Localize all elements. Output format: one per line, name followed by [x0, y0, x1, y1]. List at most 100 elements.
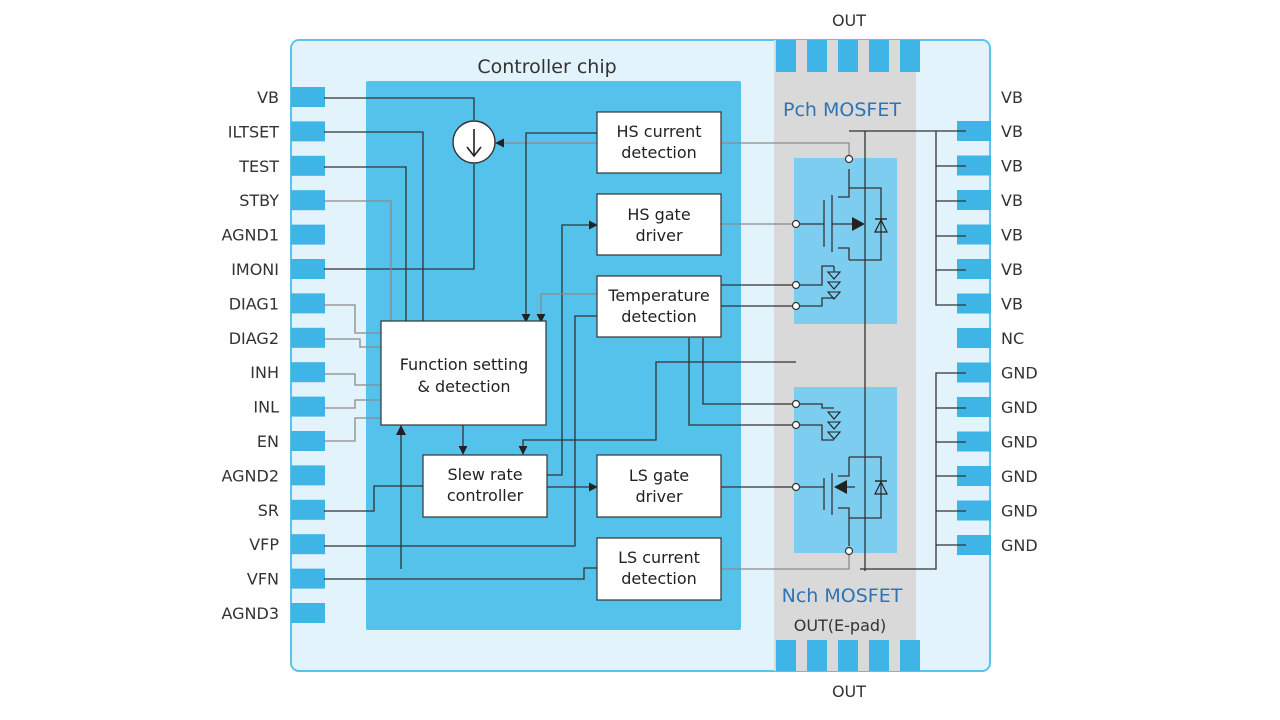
pin-label-test-2: TEST: [238, 157, 279, 176]
pin-agnd3-15: [291, 603, 325, 623]
pch-sense-diodes: [800, 265, 842, 307]
pin-label-agnd2-11: AGND2: [221, 466, 279, 485]
out-pin-bottom-4: [869, 640, 889, 671]
pin-vb-0: [291, 87, 325, 107]
nch-sense-diodes: [800, 403, 842, 441]
nch-mosfet-symbol: [800, 456, 888, 546]
ls-current-line2: detection: [621, 569, 697, 588]
out-pin-bottom-2: [807, 640, 827, 671]
pin-diag1-6: [291, 293, 325, 314]
pin-label-inh-8: INH: [250, 363, 279, 382]
pin-label-vb-0: VB: [257, 88, 279, 107]
hs-gate-line1: HS gate: [627, 205, 690, 224]
pin-right-vb-3: [957, 224, 991, 245]
pin-inl-9: [291, 396, 325, 417]
slew-line2: controller: [447, 486, 524, 505]
pch-mosfet-label: Pch MOSFET: [783, 99, 901, 121]
out-pin-top-5: [900, 40, 920, 72]
pin-right-label-gnd-8: GND: [1001, 398, 1038, 417]
pin-imoni-5: [291, 259, 325, 279]
pin-right-label-gnd-11: GND: [1001, 502, 1038, 521]
out-pin-top-4: [869, 40, 889, 72]
pin-right-gnd-10: [957, 466, 991, 486]
pin-agnd1-4: [291, 224, 325, 245]
hs-gate-driver-block: HS gate driver: [596, 193, 722, 256]
pin-right-label-vb-4: VB: [1001, 260, 1023, 279]
nch-mosfet-label: Nch MOSFET: [782, 585, 903, 607]
hs-current-detection-block: HS current detection: [596, 111, 722, 174]
pin-right-label-vb-2: VB: [1001, 191, 1023, 210]
out-pin-bottom-5: [900, 640, 920, 671]
pin-inh-8: [291, 362, 325, 383]
pin-agnd2-11: [291, 465, 325, 486]
function-line2: & detection: [417, 377, 510, 396]
pin-label-vfp-13: VFP: [249, 535, 279, 554]
pin-label-sr-12: SR: [258, 501, 279, 520]
nch-mosfet-die: [794, 387, 897, 553]
mosfet-column: [774, 40, 916, 671]
pin-label-iltset-1: ILTSET: [228, 122, 279, 141]
out-pin-top-1: [776, 40, 796, 72]
current-source-icon: [452, 120, 496, 164]
ls-current-detection-block: LS current detection: [596, 537, 722, 601]
out-pin-bottom-3: [838, 640, 858, 671]
out-pin-top-2: [807, 40, 827, 72]
pin-label-diag1-6: DIAG1: [229, 294, 279, 313]
pin-test-2: [291, 155, 325, 176]
ls-gate-line2: driver: [635, 487, 682, 506]
pin-en-10: [291, 431, 325, 451]
function-line1: Function setting: [400, 355, 529, 374]
pin-label-vfn-14: VFN: [247, 570, 279, 589]
pin-vfp-13: [291, 534, 325, 555]
pin-diag2-7: [291, 327, 325, 348]
ls-gate-line1: LS gate: [629, 466, 689, 485]
pin-label-diag2-7: DIAG2: [229, 329, 279, 348]
pin-right-vb-0: [957, 121, 991, 141]
pin-label-agnd3-15: AGND3: [221, 604, 279, 623]
hs-current-line2: detection: [621, 143, 697, 162]
pin-right-label-vb-0: VB: [1001, 122, 1023, 141]
function-setting-block: Function setting & detection: [380, 320, 547, 426]
wiring: [324, 97, 966, 580]
pin-right-label-gnd-10: GND: [1001, 467, 1038, 486]
pin-vfn-14: [291, 568, 325, 589]
pin-label-en-10: EN: [257, 432, 279, 451]
out-bottom-label: OUT: [832, 682, 866, 701]
out-pin-top-3: [838, 40, 858, 72]
pin-right-gnd-9: [957, 431, 991, 452]
slew-line1: Slew rate: [447, 465, 522, 484]
ls-gate-driver-block: LS gate driver: [596, 454, 722, 518]
pin-right-gnd-12: [957, 535, 991, 555]
ls-current-line1: LS current: [618, 548, 700, 567]
pin-label-stby-3: STBY: [239, 191, 279, 210]
temperature-line2: detection: [621, 307, 697, 326]
pin-right-vb-1: [957, 155, 991, 176]
left-pin-column: VBILTSETTESTSTBYAGND1IMONIDIAG1DIAG2INHI…: [221, 87, 325, 623]
pin-right-nc-6: [957, 328, 991, 348]
controller-chip-title: Controller chip: [477, 56, 616, 78]
temperature-line1: Temperature: [607, 286, 709, 305]
out-pin-bottom-1: [776, 640, 796, 671]
pin-right-label-gnd-7: GND: [1001, 364, 1038, 383]
pin-right-gnd-7: [957, 362, 991, 383]
pin-right-label-vb-1: VB: [1001, 157, 1023, 176]
temperature-detection-block: Temperature detection: [596, 275, 722, 338]
pin-right-label-gnd-12: GND: [1001, 536, 1038, 555]
pin-iltset-1: [291, 121, 325, 142]
pin-right-label-vb-5: VB: [1001, 295, 1023, 314]
pin-sr-12: [291, 499, 325, 520]
pin-right-gnd-8: [957, 397, 991, 417]
pin-right-vb-2: [957, 190, 991, 210]
pch-mosfet-die: [794, 158, 897, 324]
connection-nodes: [791, 154, 854, 556]
out-pins-bottom: [776, 640, 920, 671]
pin-right-label-gnd-9: GND: [1001, 433, 1038, 452]
pin-label-inl-9: INL: [253, 398, 279, 417]
pch-mosfet-symbol: [800, 169, 888, 261]
out-top-label: OUT: [832, 11, 866, 30]
out-epad-label: OUT(E-pad): [794, 616, 887, 635]
hs-current-line1: HS current: [617, 122, 702, 141]
slew-rate-block: Slew rate controller: [422, 454, 548, 518]
